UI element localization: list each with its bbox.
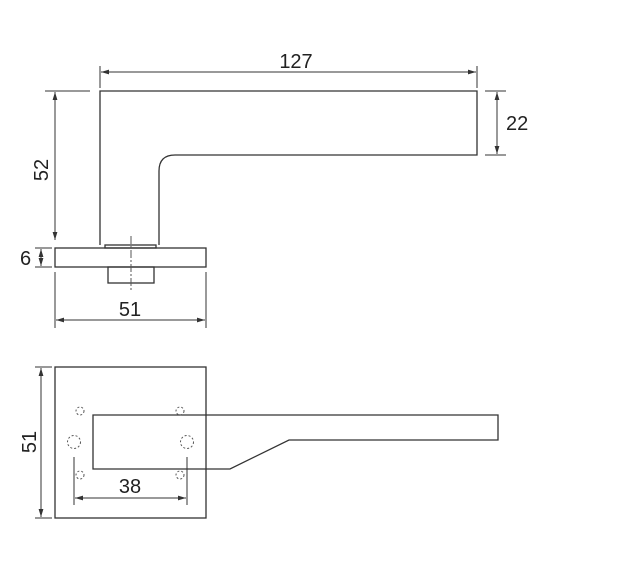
fixing-hole: [67, 435, 81, 449]
lever-top-outline: [92, 414, 499, 470]
dim-label-22: 22: [506, 113, 528, 135]
dim-label-127: 127: [279, 51, 312, 73]
screw-hole: [75, 406, 85, 416]
dim-label-38: 38: [119, 476, 141, 498]
screw-hole: [175, 406, 185, 416]
screw-hole: [175, 470, 185, 480]
top-view: 38 51: [19, 366, 499, 519]
dim-label-52: 52: [31, 159, 53, 181]
lever-outline: [99, 90, 478, 245]
screw-hole: [75, 470, 85, 480]
side-view: 127 22 52 6 51: [20, 51, 528, 328]
rose-top: [54, 366, 207, 519]
fixing-hole: [180, 435, 194, 449]
dim-label-51-side: 51: [119, 299, 141, 321]
dim-label-6: 6: [20, 248, 31, 270]
dim-label-51-top: 51: [19, 431, 41, 453]
